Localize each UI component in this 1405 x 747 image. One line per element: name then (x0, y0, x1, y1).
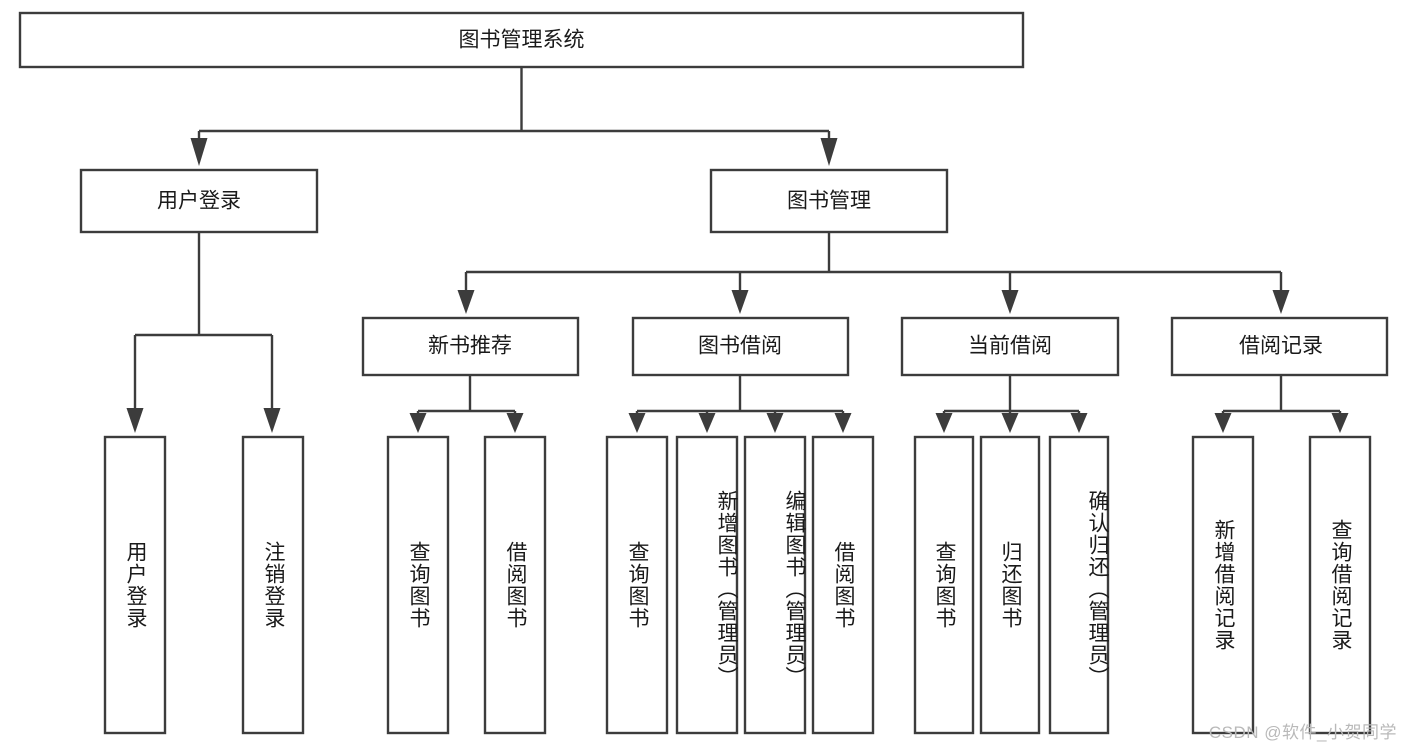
connector-group-book-manage (457, 232, 1290, 314)
node-root[interactable]: 图书管理系统 (18, 11, 1025, 69)
node-root-box[interactable] (18, 11, 1025, 69)
node-user-login-box[interactable] (79, 168, 319, 234)
node-borrow-record-box[interactable] (1170, 316, 1389, 377)
arrow-head-icon (1331, 413, 1349, 433)
arrow-head-icon (409, 413, 427, 433)
leaf-boxes (103, 435, 1372, 735)
node-new-book-rec-label: 新书推荐 (428, 335, 512, 358)
node-user-login[interactable]: 用户登录 (79, 168, 319, 234)
leaf-box-query-book-cur[interactable] (913, 435, 975, 735)
arrow-head-icon (457, 290, 475, 314)
node-new-book-rec[interactable]: 新书推荐 (361, 316, 580, 377)
arrow-head-icon (698, 413, 716, 433)
arrow-head-icon (263, 408, 281, 433)
arrow-head-icon (731, 290, 749, 314)
node-borrow-record-label: 借阅记录 (1239, 335, 1323, 358)
leaf-box-user-login[interactable] (103, 435, 167, 735)
leaf-box-query-book[interactable] (605, 435, 669, 735)
leaf-box-add-record[interactable] (1191, 435, 1255, 735)
node-current-borrow-box[interactable] (900, 316, 1120, 377)
connector-group-new-book-rec (409, 375, 524, 433)
leaf-box-confirm-return[interactable] (1048, 435, 1110, 735)
node-book-manage[interactable]: 图书管理 (709, 168, 949, 234)
csdn-watermark: CSDN @软件_小贺同学 (1208, 723, 1397, 742)
node-new-book-rec-box[interactable] (361, 316, 580, 377)
arrow-head-icon (126, 408, 144, 433)
node-root-label: 图书管理系统 (459, 29, 585, 52)
connector-group-book-borrow (628, 375, 852, 433)
arrow-head-icon (628, 413, 646, 433)
leaf-box-edit-book[interactable] (743, 435, 807, 735)
arrow-head-icon (1070, 413, 1088, 433)
node-current-borrow-label: 当前借阅 (968, 335, 1052, 358)
node-current-borrow[interactable]: 当前借阅 (900, 316, 1120, 377)
connector-group-root (190, 67, 838, 166)
connector-group-current-borrow (935, 375, 1088, 433)
arrow-head-icon (1214, 413, 1232, 433)
leaf-box-logout[interactable] (241, 435, 305, 735)
arrow-head-icon (766, 413, 784, 433)
arrow-head-icon (1001, 290, 1019, 314)
node-book-borrow[interactable]: 图书借阅 (631, 316, 850, 377)
leaf-box-borrow-book-rec[interactable] (483, 435, 547, 735)
arrow-head-icon (1272, 290, 1290, 314)
node-book-borrow-label: 图书借阅 (698, 335, 782, 358)
leaf-box-add-book[interactable] (675, 435, 739, 735)
node-borrow-record[interactable]: 借阅记录 (1170, 316, 1389, 377)
node-book-manage-label: 图书管理 (787, 190, 871, 213)
leaf-box-query-record[interactable] (1308, 435, 1372, 735)
leaf-box-return-book[interactable] (979, 435, 1041, 735)
node-book-borrow-box[interactable] (631, 316, 850, 377)
arrow-head-icon (834, 413, 852, 433)
connector-group-borrow-record (1214, 375, 1349, 433)
node-user-login-label: 用户登录 (157, 190, 241, 213)
arrow-head-icon (935, 413, 953, 433)
arrow-head-icon (820, 138, 838, 166)
arrow-head-icon (190, 138, 208, 166)
arrow-head-icon (506, 413, 524, 433)
arrow-head-icon (1001, 413, 1019, 433)
leaf-box-query-book-rec[interactable] (386, 435, 450, 735)
connector-group-user-login (126, 232, 281, 433)
node-book-manage-box[interactable] (709, 168, 949, 234)
leaf-box-borrow-book[interactable] (811, 435, 875, 735)
